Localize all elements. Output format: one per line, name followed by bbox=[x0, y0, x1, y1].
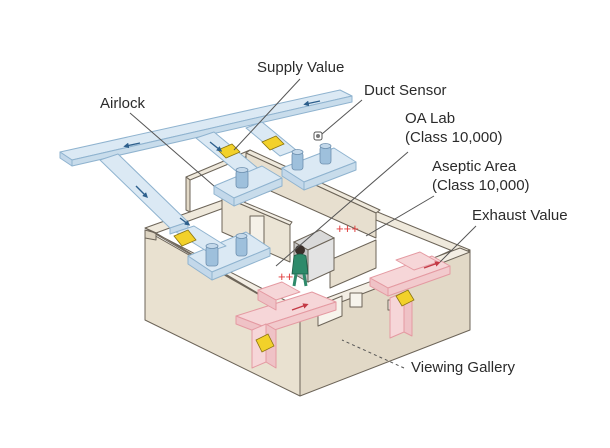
label-aseptic-line2: (Class 10,000) bbox=[432, 177, 530, 194]
supply-airflow-arrows bbox=[123, 100, 321, 226]
exhaust-valve-right bbox=[395, 289, 415, 307]
label-aseptic-area: Aseptic Area (Class 10,000) bbox=[432, 157, 530, 195]
label-exhaust-value: Exhaust Value bbox=[472, 206, 568, 225]
label-viewing-gallery-text: Viewing Gallery bbox=[411, 359, 515, 376]
callout-lines bbox=[129, 78, 477, 369]
exhaust-valves bbox=[255, 289, 415, 353]
supply-valve-1 bbox=[217, 143, 241, 159]
label-oa-lab-line2: (Class 10,000) bbox=[405, 129, 503, 146]
label-supply-value-text: Supply Value bbox=[257, 59, 345, 76]
duct-sensor bbox=[313, 131, 323, 141]
exhaust-ductwork bbox=[235, 251, 451, 369]
label-exhaust-value-text: Exhaust Value bbox=[472, 207, 568, 224]
pressure-mark-oa-lab: ++ bbox=[278, 269, 293, 284]
callout-line-airlock bbox=[129, 112, 215, 187]
supply-branch-left bbox=[99, 153, 189, 229]
partition-wall-right bbox=[329, 239, 377, 289]
callout-line-duct-sensor bbox=[321, 99, 363, 135]
callout-line-supply bbox=[233, 78, 301, 151]
label-oa-lab-line1: OA Lab bbox=[405, 110, 456, 127]
label-aseptic-line1: Aseptic Area bbox=[432, 158, 517, 175]
partition-wall-back bbox=[185, 176, 191, 213]
callout-line-exhaust bbox=[439, 225, 477, 263]
callout-line-gallery bbox=[341, 339, 405, 369]
supply-valves bbox=[173, 135, 285, 247]
label-supply-value: Supply Value bbox=[257, 58, 344, 77]
callout-line-aseptic bbox=[365, 195, 435, 237]
supply-valve-2 bbox=[261, 135, 285, 151]
lab-worker bbox=[291, 245, 309, 287]
label-viewing-gallery: Viewing Gallery bbox=[411, 358, 515, 377]
label-airlock-text: Airlock bbox=[100, 95, 146, 112]
label-oa-lab: OA Lab (Class 10,000) bbox=[405, 109, 503, 147]
supply-diffusers bbox=[205, 143, 332, 267]
label-airlock: Airlock bbox=[100, 94, 145, 113]
label-duct-sensor-text: Duct Sensor bbox=[364, 82, 447, 99]
label-duct-sensor: Duct Sensor bbox=[364, 81, 447, 100]
exhaust-airflow-arrows bbox=[291, 261, 441, 311]
supply-valve-3 bbox=[173, 229, 197, 247]
callout-line-oa-lab bbox=[275, 151, 409, 267]
pressure-mark-aseptic: +++ bbox=[336, 221, 359, 236]
exhaust-valve-left bbox=[255, 333, 275, 353]
wall-panel bbox=[349, 292, 363, 308]
